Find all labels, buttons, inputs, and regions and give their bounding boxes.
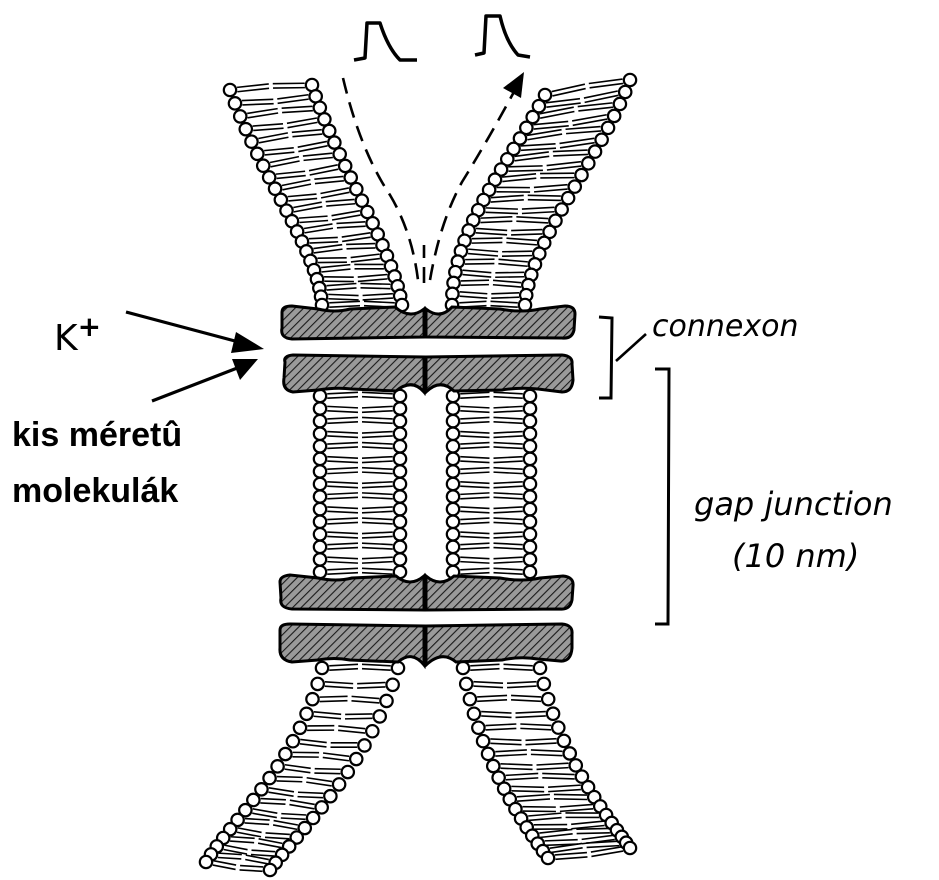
connexon-upper-top-left — [282, 306, 424, 339]
connexon-bracket — [599, 317, 612, 398]
membrane-upper-right — [446, 74, 636, 311]
gap-junction-bracket — [655, 369, 669, 624]
gap-junction-label-line1: gap junction — [694, 488, 893, 520]
membrane-lower-left — [200, 662, 404, 876]
connexon-lower-top-left — [280, 575, 424, 610]
connexon-upper-bottom-right — [426, 355, 573, 392]
small-molecules-label-line1: kis méretû — [12, 418, 182, 452]
small-molecules-arrow-line — [152, 365, 245, 401]
small-molecules-label-line2: molekulák — [12, 474, 178, 508]
membrane-middle-left — [314, 390, 406, 578]
lipid-bilayers — [200, 74, 636, 876]
connexon-leader-line — [616, 334, 646, 361]
membrane-lower-right — [457, 662, 636, 864]
connexon-lower-bottom-left — [280, 624, 424, 665]
waveform-left-icon — [354, 23, 417, 60]
ion-charge: + — [78, 310, 101, 343]
k-plus-label: K+ — [54, 313, 101, 357]
connexon-upper-top-right — [426, 306, 575, 338]
ion-symbol: K — [54, 318, 78, 359]
k-plus-arrow-line — [126, 312, 250, 345]
connexon-lower-top-right — [426, 576, 573, 610]
connexon-upper-bottom-left — [284, 355, 424, 392]
membrane-upper-left — [224, 79, 408, 311]
connexon-lower-bottom-right — [426, 624, 572, 665]
connexon-label: connexon — [652, 312, 798, 342]
k-plus-arrowhead-icon — [231, 332, 264, 353]
gap-junction-label-line2: (10 nm) — [732, 540, 859, 572]
waveform-right-icon — [475, 16, 530, 57]
membrane-middle-right — [447, 390, 536, 578]
